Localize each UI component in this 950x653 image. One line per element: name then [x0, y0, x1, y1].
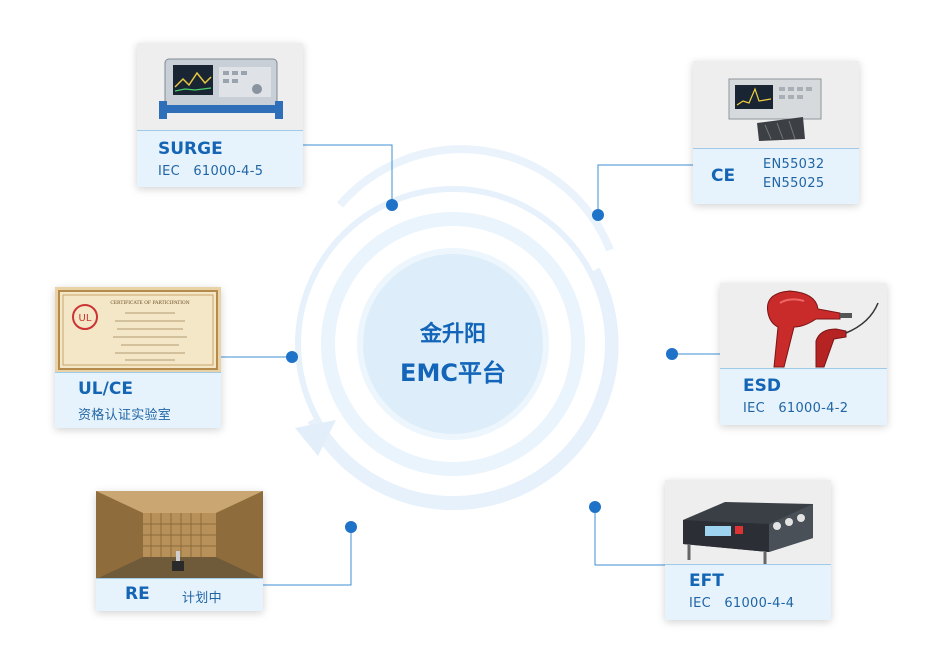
re-caption: RE 计划中	[96, 578, 263, 611]
card-re: RE 计划中	[96, 491, 263, 611]
surge-standard: IEC 61000-4-5	[158, 164, 264, 179]
cycle-arrow-head	[295, 420, 336, 456]
ce-standard-1: EN55032	[763, 157, 825, 172]
svg-text:UL: UL	[79, 313, 92, 324]
node-dot-surge	[386, 199, 398, 211]
ce-analyzer-image	[693, 61, 859, 149]
ce-title: CE	[711, 166, 736, 186]
connector-surge	[302, 144, 393, 205]
surge-tester-image	[137, 43, 303, 131]
card-surge: SURGE IEC 61000-4-5	[137, 43, 303, 187]
card-ce: CE EN55032 EN55025	[693, 61, 859, 204]
ulce-subtitle: 资格认证实验室	[78, 408, 172, 423]
inner-ring	[321, 212, 585, 476]
cycle-arc-top	[336, 145, 614, 252]
connector-ce	[597, 164, 693, 215]
card-esd: ESD IEC 61000-4-2	[720, 283, 887, 425]
surge-title: SURGE	[158, 139, 223, 159]
ce-caption: CE EN55032 EN55025	[693, 148, 859, 204]
center-title-line1: 金升阳	[419, 322, 486, 347]
center-platform-circle: 金升阳 EMC平台	[363, 254, 543, 434]
esd-title: ESD	[743, 376, 781, 396]
re-status: 计划中	[182, 591, 222, 606]
surge-caption: SURGE IEC 61000-4-5	[137, 130, 303, 187]
esd-gun-image	[720, 283, 887, 369]
ul-certificate-image: UL CERTIFICATE OF PARTICIPATION	[55, 287, 221, 373]
connector-eft	[594, 507, 665, 566]
connector-re	[263, 527, 352, 586]
node-dot-re	[345, 521, 357, 533]
ce-standard-2: EN55025	[763, 176, 825, 191]
esd-caption: ESD IEC 61000-4-2	[720, 368, 887, 425]
anechoic-chamber-image	[96, 491, 263, 579]
esd-standard: IEC 61000-4-2	[743, 401, 849, 416]
eft-standard: IEC 61000-4-4	[689, 596, 795, 611]
certificate-heading: CERTIFICATE OF PARTICIPATION	[110, 300, 189, 306]
center-title-line2: EMC平台	[400, 359, 506, 387]
ulce-title: UL/CE	[78, 379, 133, 399]
node-dot-esd	[666, 348, 678, 360]
node-dot-ce	[592, 209, 604, 221]
eft-title: EFT	[689, 571, 724, 591]
ulce-caption: UL/CE 资格认证实验室	[55, 372, 221, 428]
eft-generator-image	[665, 480, 831, 566]
eft-caption: EFT IEC 61000-4-4	[665, 564, 831, 620]
card-eft: EFT IEC 61000-4-4	[665, 480, 831, 620]
node-dot-ulce	[286, 351, 298, 363]
re-title: RE	[125, 584, 150, 604]
outer-ring	[295, 186, 611, 502]
card-ulce: UL CERTIFICATE OF PARTICIPATION UL/CE 资格…	[55, 287, 221, 428]
node-dot-eft	[589, 501, 601, 513]
cycle-arc-left	[307, 267, 619, 511]
